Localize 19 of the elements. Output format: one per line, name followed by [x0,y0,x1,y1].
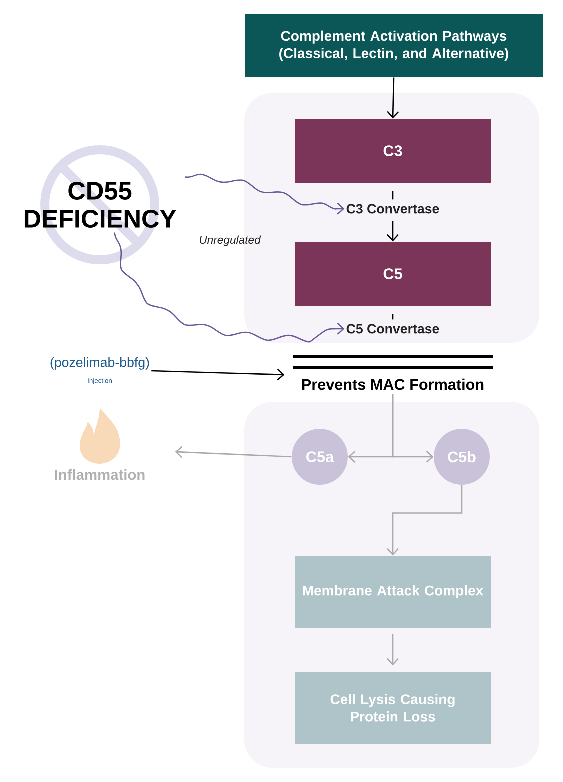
arrow [387,221,399,242]
result-box: Membrane Attack Complex [295,556,491,628]
result-box: Cell Lysis Causing Protein Loss [295,672,491,744]
pathway-box: Complement Activation Pathways (Classical, Lectin, and Alternative) [245,14,543,78]
arrow [185,174,345,215]
deficiency-label: CD55 DEFICIENCY [24,182,176,228]
arrow [152,368,285,381]
protein-box: C3 [295,119,491,183]
inflammation-label: Inflammation [55,469,145,480]
arrow [175,446,292,458]
protein-box: C5 [295,242,491,306]
convertase-label: C5 Convertase [344,322,442,336]
arrow [387,78,400,119]
convertase-label: C3 Convertase [344,202,442,216]
arrow [387,485,463,556]
arrow [392,394,434,463]
arrow [387,634,399,666]
arrow [114,232,345,343]
note-label: Unregulated [200,236,262,246]
